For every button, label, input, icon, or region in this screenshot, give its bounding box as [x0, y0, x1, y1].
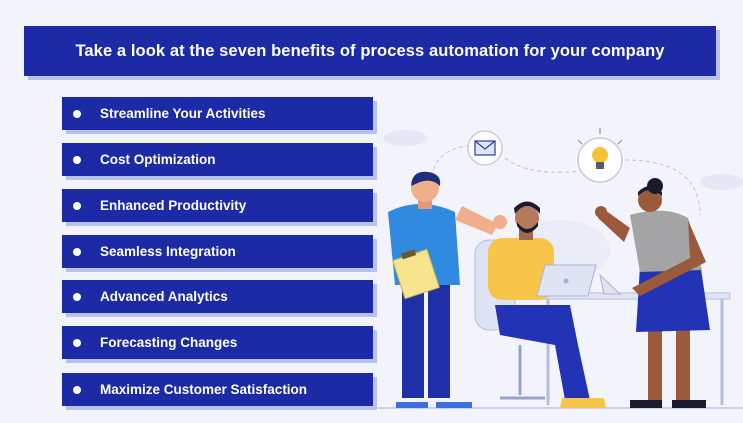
- standing-woman: [595, 178, 710, 408]
- team-illustration: [378, 128, 743, 409]
- connector-line: [504, 157, 591, 173]
- sitting-man: [488, 201, 606, 408]
- benefit-label: Enhanced Productivity: [100, 198, 247, 213]
- benefit-item-integration: Seamless Integration: [62, 235, 373, 268]
- benefit-label: Maximize Customer Satisfaction: [100, 382, 308, 397]
- benefit-label: Seamless Integration: [100, 244, 236, 259]
- title-banner: Take a look at the seven benefits of pro…: [24, 26, 716, 76]
- benefit-label: Forecasting Changes: [100, 335, 238, 350]
- connector-line: [429, 145, 469, 191]
- bullet-icon: [73, 109, 81, 118]
- bullet-icon: [73, 201, 81, 210]
- envelope-icon: [467, 130, 503, 166]
- benefit-item-cost: Cost Optimization: [62, 143, 373, 176]
- laptop-icon: [536, 264, 622, 297]
- benefit-label: Cost Optimization: [100, 152, 216, 167]
- benefit-item-forecasting: Forecasting Changes: [62, 326, 373, 359]
- page-title: Take a look at the seven benefits of pro…: [75, 41, 665, 60]
- bullet-icon: [73, 338, 81, 347]
- benefit-label: Streamline Your Activities: [100, 106, 266, 121]
- bullet-icon: [73, 247, 81, 256]
- bullet-icon: [73, 292, 81, 301]
- bullet-icon: [73, 385, 81, 394]
- clipboard-icon: [392, 248, 440, 300]
- benefit-item-productivity: Enhanced Productivity: [62, 189, 373, 222]
- connector-line: [624, 159, 701, 216]
- benefit-item-analytics: Advanced Analytics: [62, 280, 373, 313]
- benefit-item-satisfaction: Maximize Customer Satisfaction: [62, 373, 373, 406]
- benefit-item-streamline: Streamline Your Activities: [62, 97, 373, 130]
- bullet-icon: [73, 155, 81, 164]
- lightbulb-icon: [577, 128, 623, 183]
- benefit-label: Advanced Analytics: [100, 289, 228, 304]
